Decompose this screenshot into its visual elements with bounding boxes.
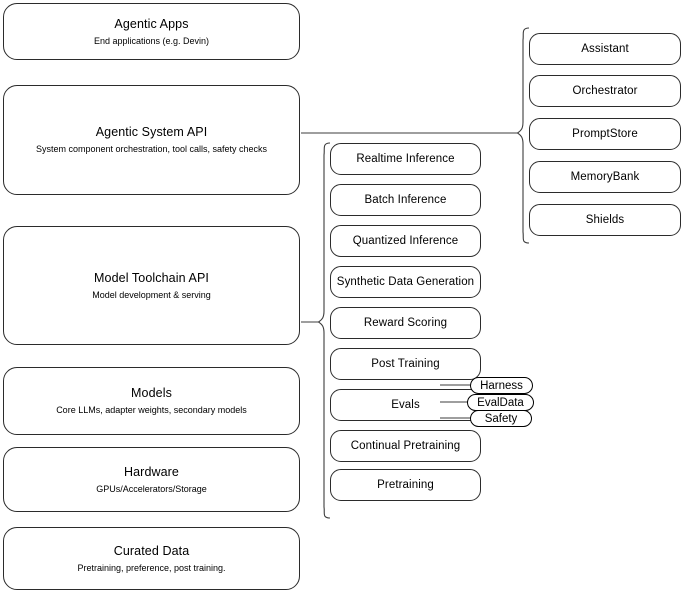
layer-subtitle: System component orchestration, tool cal… <box>35 144 268 154</box>
eval-tag-evaldata[interactable]: EvalData <box>467 394 534 411</box>
capability-label: Quantized Inference <box>352 235 459 247</box>
eval-tag-harness[interactable]: Harness <box>470 377 533 394</box>
capability-label: Synthetic Data Generation <box>336 276 475 288</box>
layer-title: Agentic Apps <box>114 16 189 31</box>
component-label: PromptStore <box>572 128 638 140</box>
brace-system-components <box>516 27 530 244</box>
layer-title: Models <box>131 386 172 400</box>
layer-subtitle: End applications (e.g. Devin) <box>93 35 210 46</box>
layer-agentic-system-api[interactable]: Agentic System API System component orch… <box>3 85 300 195</box>
capability-label: Batch Inference <box>364 194 447 206</box>
capability-label: Evals <box>391 399 420 411</box>
component-promptstore[interactable]: PromptStore <box>529 118 681 150</box>
capability-batch-inference[interactable]: Batch Inference <box>330 184 481 216</box>
layer-subtitle: Pretraining, preference, post training. <box>77 562 226 573</box>
capability-quantized-inference[interactable]: Quantized Inference <box>330 225 481 257</box>
layer-subtitle: Core LLMs, adapter weights, secondary mo… <box>56 405 247 415</box>
layer-subtitle: Model development & serving <box>92 289 211 300</box>
capability-label: Post Training <box>371 358 440 370</box>
capability-label: Realtime Inference <box>356 153 455 165</box>
layer-subtitle: GPUs/Accelerators/Storage <box>96 483 207 494</box>
capability-evals[interactable]: Evals <box>330 389 481 421</box>
layer-models[interactable]: Models Core LLMs, adapter weights, secon… <box>3 367 300 435</box>
capability-label: Continual Pretraining <box>350 440 461 452</box>
capability-label: Reward Scoring <box>363 317 448 329</box>
component-label: Shields <box>585 214 625 226</box>
layer-model-toolchain-api[interactable]: Model Toolchain API Model development & … <box>3 226 300 345</box>
layer-curated-data[interactable]: Curated Data Pretraining, preference, po… <box>3 527 300 590</box>
component-label: Orchestrator <box>572 85 638 97</box>
component-label: MemoryBank <box>570 171 640 183</box>
capability-continual-pretraining[interactable]: Continual Pretraining <box>330 430 481 462</box>
capability-synthetic-data-generation[interactable]: Synthetic Data Generation <box>330 266 481 298</box>
component-memorybank[interactable]: MemoryBank <box>529 161 681 193</box>
component-label: Assistant <box>581 43 629 55</box>
capability-reward-scoring[interactable]: Reward Scoring <box>330 307 481 339</box>
layer-hardware[interactable]: Hardware GPUs/Accelerators/Storage <box>3 447 300 512</box>
component-orchestrator[interactable]: Orchestrator <box>529 75 681 107</box>
capability-realtime-inference[interactable]: Realtime Inference <box>330 143 481 175</box>
component-shields[interactable]: Shields <box>529 204 681 236</box>
layer-title: Hardware <box>124 464 179 479</box>
capability-label: Pretraining <box>377 479 434 491</box>
layer-title: Model Toolchain API <box>94 270 209 285</box>
layer-title: Agentic System API <box>95 125 208 139</box>
eval-tag-safety[interactable]: Safety <box>470 410 532 427</box>
component-assistant[interactable]: Assistant <box>529 33 681 65</box>
layer-agentic-apps[interactable]: Agentic Apps End applications (e.g. Devi… <box>3 3 300 60</box>
layer-title: Curated Data <box>113 543 190 558</box>
capability-post-training[interactable]: Post Training <box>330 348 481 380</box>
capability-pretraining[interactable]: Pretraining <box>330 469 481 501</box>
brace-toolchain-capabilities <box>317 142 331 519</box>
